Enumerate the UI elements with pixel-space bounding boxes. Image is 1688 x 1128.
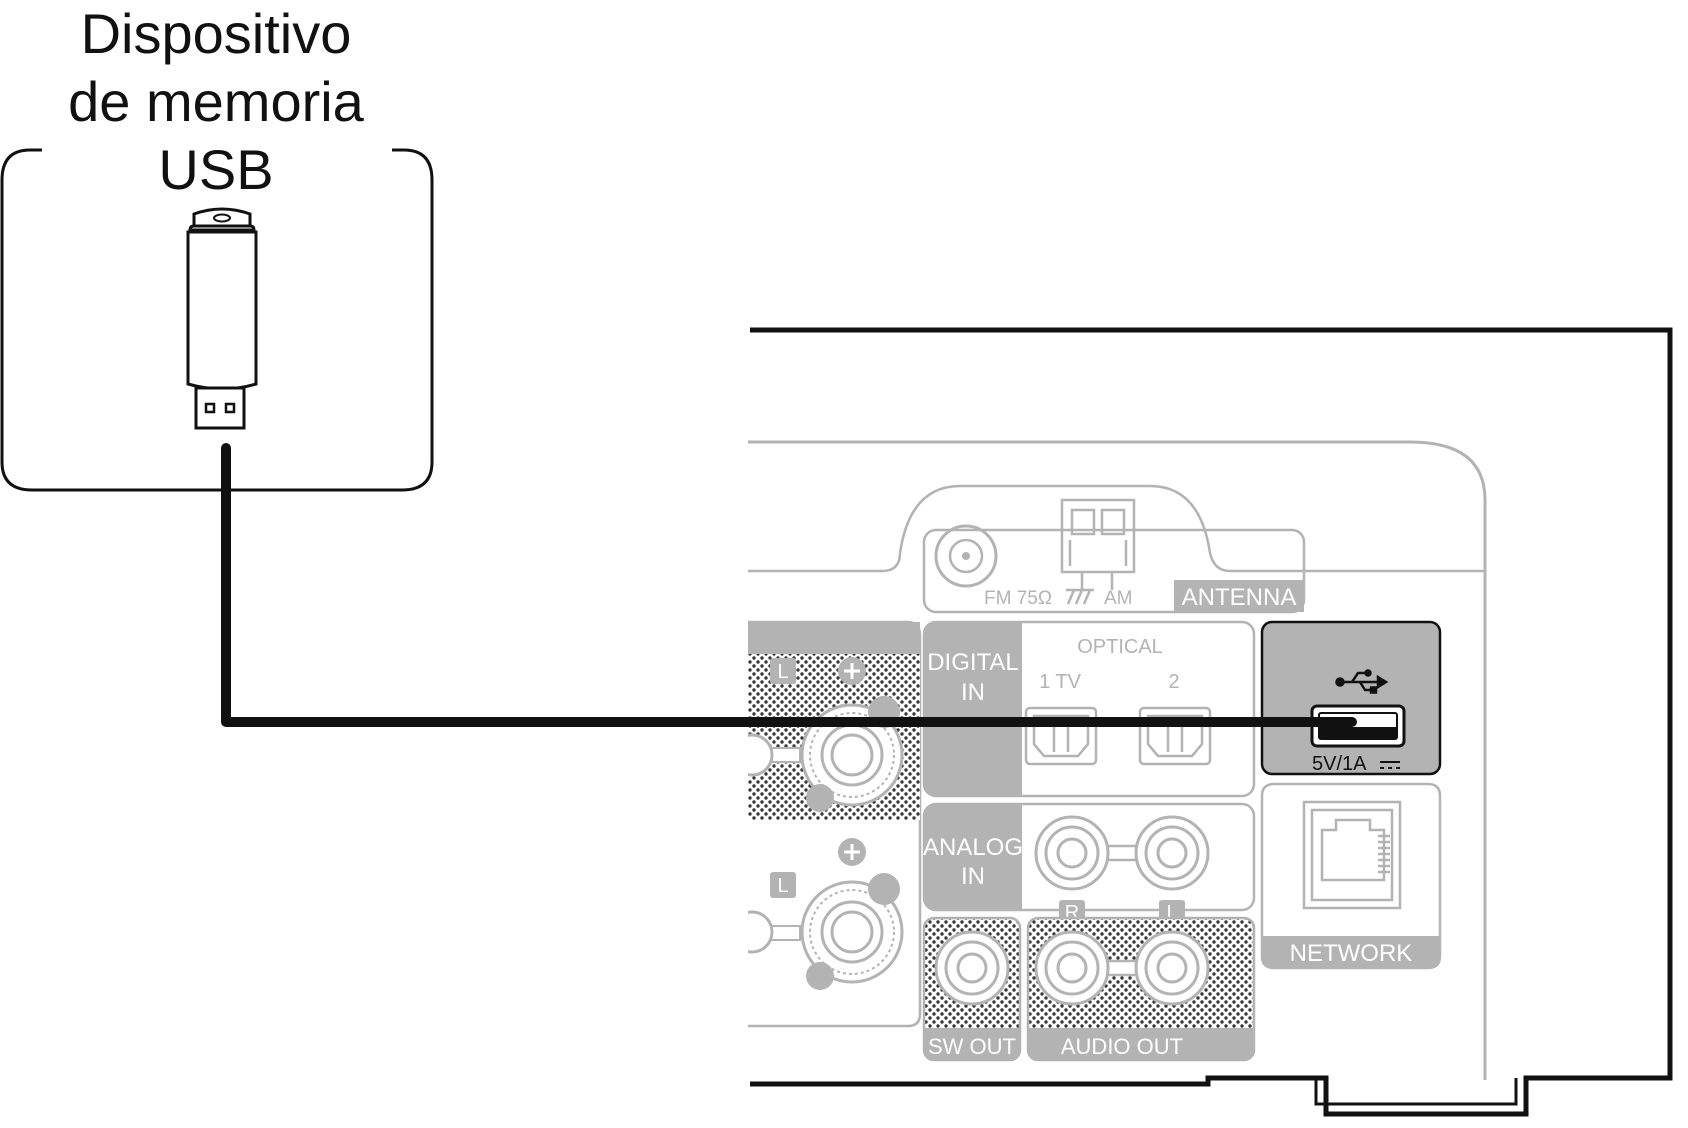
- antenna-label-bg: [1174, 580, 1304, 612]
- speaker-channel-upper: L: [777, 661, 788, 683]
- usb-port-block: 5V/1A: [1260, 620, 1442, 776]
- usb-cable: [221, 443, 1357, 727]
- ground-icon: [1066, 588, 1094, 605]
- digital-label-line2: IN: [961, 679, 985, 706]
- optical-port-2: [1138, 706, 1212, 766]
- digital-label-line1: DIGITAL: [927, 649, 1019, 676]
- usb-symbol-icon: [1335, 669, 1389, 694]
- analog-label-line2: IN: [961, 863, 985, 890]
- network-label: NETWORK: [1290, 940, 1413, 967]
- panel-inner-outline: [748, 440, 1487, 1080]
- title-line-2: de memoria: [68, 70, 364, 133]
- sw-out-jack: [934, 930, 1010, 1006]
- fm-antenna-jack: [934, 524, 998, 588]
- audio-out-jacks: [1034, 930, 1210, 1006]
- speaker-channel-upper-box: [770, 658, 796, 684]
- digital-in-section: DIGITAL IN OPTICAL 1 TV 2: [922, 620, 1256, 798]
- am-antenna-terminal: [1060, 498, 1136, 590]
- optical-label: OPTICAL: [1077, 636, 1163, 658]
- title-line-3: USB: [158, 138, 274, 201]
- am-label: AM: [1104, 588, 1133, 609]
- analog-in-jacks: [1034, 815, 1210, 891]
- speaker-channel-lower-box: [770, 872, 796, 898]
- audio-out-section: AUDIO OUT: [1026, 916, 1256, 1062]
- ethernet-port: [1302, 800, 1402, 910]
- dc-symbol-icon: [1380, 761, 1400, 769]
- usb-stick-icon: [186, 207, 258, 430]
- analog-in-section: ANALOG IN R L: [922, 802, 1256, 924]
- speaker-terminals: L L: [748, 620, 922, 1028]
- sw-out-label: SW OUT: [928, 1034, 1016, 1059]
- network-section: NETWORK: [1260, 782, 1442, 970]
- analog-label-line1: ANALOG: [923, 834, 1023, 861]
- device-outline: [750, 327, 1673, 1117]
- speaker-channel-lower: L: [777, 875, 788, 897]
- title-line-1: Dispositivo: [80, 2, 352, 65]
- optical-port1-label: 1 TV: [1039, 671, 1082, 693]
- analog-left-channel: L: [1166, 902, 1177, 924]
- audio-out-label: AUDIO OUT: [1061, 1034, 1183, 1059]
- antenna-label: ANTENNA: [1182, 584, 1297, 611]
- sw-out-section: SW OUT: [922, 916, 1022, 1062]
- rear-panel: FM 75Ω AM ANTENNA L: [748, 440, 1487, 1080]
- usb-device-frame: [0, 148, 434, 492]
- optical-port2-label: 2: [1168, 671, 1179, 693]
- optical-port-1: [1024, 706, 1098, 766]
- usb-rating-label: 5V/1A: [1312, 753, 1367, 775]
- fm-label: FM 75Ω: [984, 588, 1052, 609]
- antenna-section: FM 75Ω AM ANTENNA: [922, 498, 1306, 614]
- usb-device-title: Dispositivo de memoria USB: [0, 0, 432, 204]
